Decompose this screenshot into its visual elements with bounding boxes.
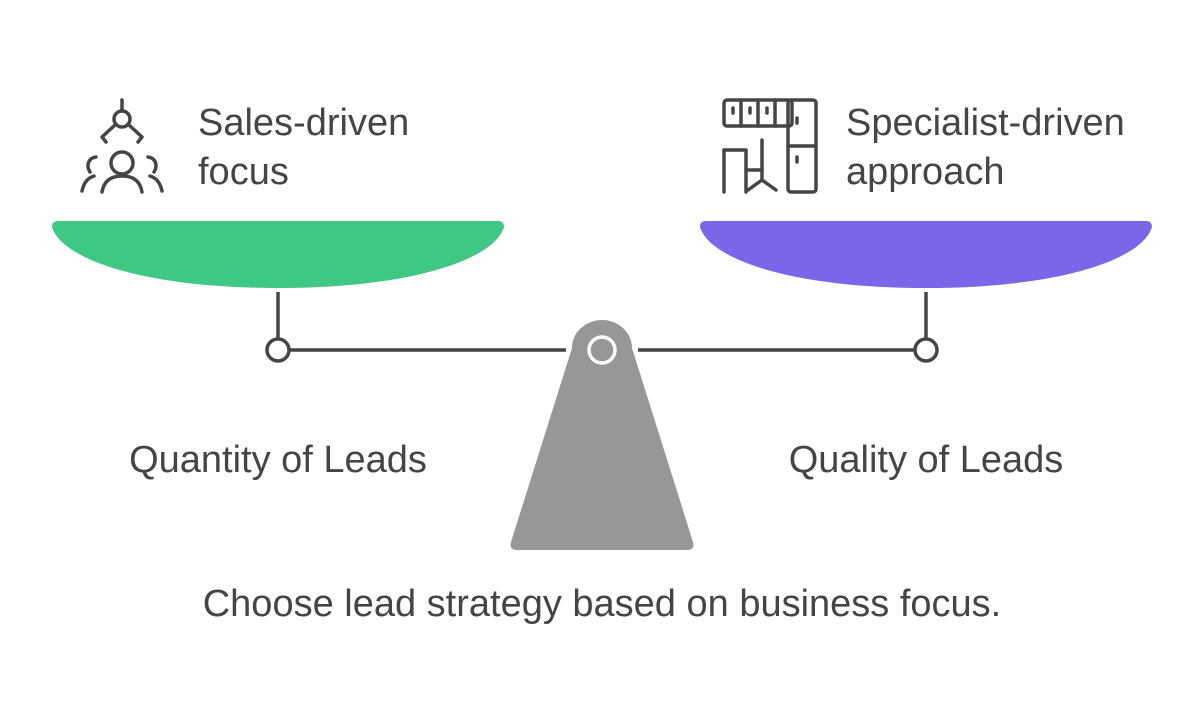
right-label: Quality of Leads	[789, 439, 1064, 481]
left-pan	[52, 221, 504, 288]
left-title-line2: focus	[198, 151, 289, 193]
right-title-line1: Specialist-driven	[846, 102, 1125, 144]
right-pan	[700, 221, 1152, 288]
office-workspace-icon	[722, 98, 818, 194]
left-title-line1: Sales-driven	[198, 102, 409, 144]
fulcrum-pivot	[587, 335, 617, 365]
right-title-line2: approach	[846, 151, 1004, 193]
left-label: Quantity of Leads	[129, 439, 427, 481]
sales-team-icon	[80, 98, 164, 194]
caption: Choose lead strategy based on business f…	[203, 583, 1002, 625]
right-pivot	[913, 337, 939, 363]
left-pivot	[265, 337, 291, 363]
fulcrum	[510, 320, 694, 550]
